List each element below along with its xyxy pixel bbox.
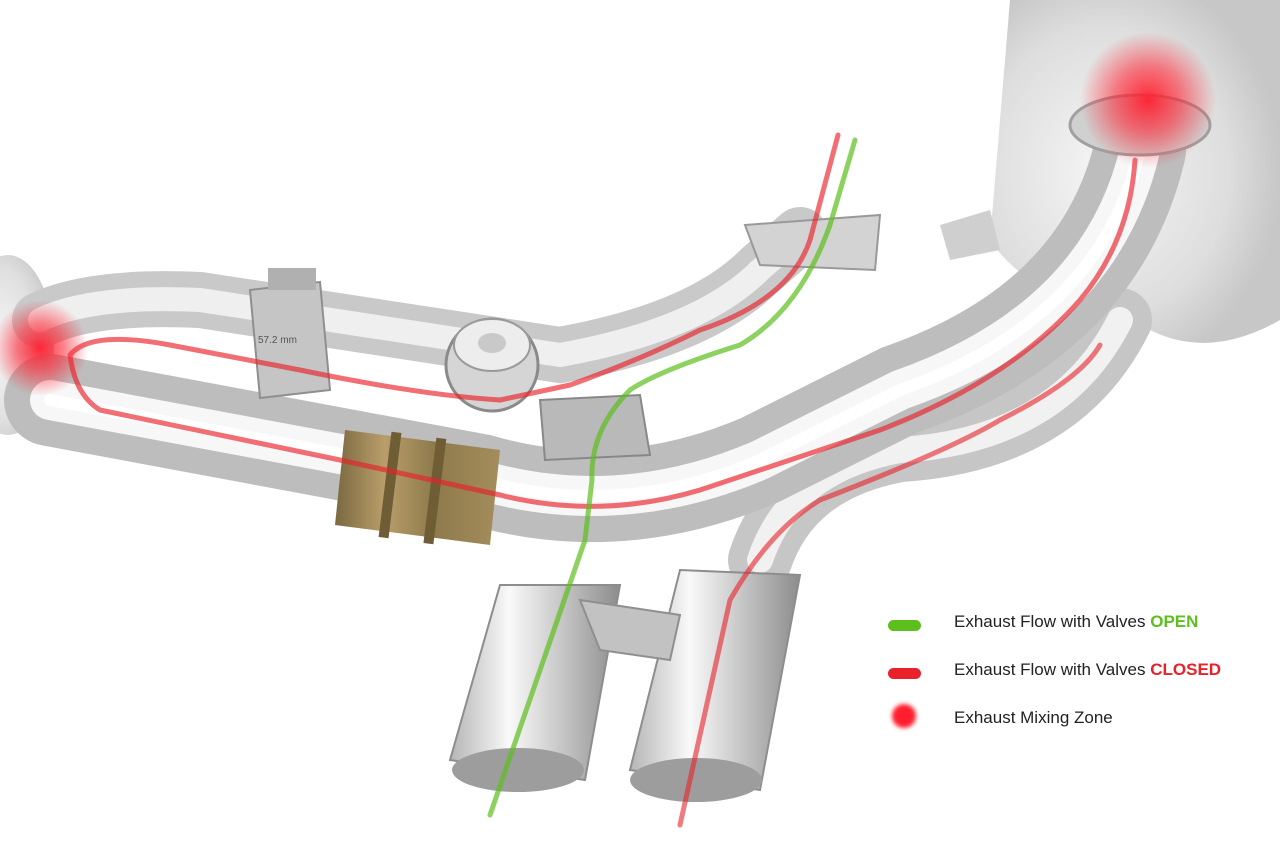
legend-item-open: Exhaust Flow with Valves OPEN — [888, 604, 1268, 652]
legend-open-highlight: OPEN — [1150, 612, 1199, 631]
crossover-pipe — [728, 288, 1152, 592]
legend-closed-highlight: CLOSED — [1150, 660, 1222, 679]
flex-bellows — [335, 430, 500, 545]
legend-item-closed: Exhaust Flow with Valves CLOSED — [888, 652, 1268, 700]
legend-open-prefix: Exhaust Flow with Valves — [954, 612, 1151, 631]
clamp-size-label: 57.2 mm — [258, 335, 297, 346]
mixing-zone-left — [0, 300, 88, 396]
open-flow-line — [487, 137, 858, 818]
mixing-dot-swatch — [892, 704, 916, 728]
mixing-zones — [0, 32, 1216, 396]
closed-flow-line-right-tip — [677, 342, 1103, 828]
rear-pipe — [12, 207, 882, 384]
legend-mixing-label: Exhaust Mixing Zone — [954, 708, 1113, 727]
closed-line-swatch — [888, 668, 921, 679]
mixing-zone-right — [1080, 32, 1216, 168]
pipe-clamp — [248, 268, 332, 400]
exhaust-tips — [448, 568, 802, 802]
open-line-swatch — [888, 620, 921, 631]
legend-closed-prefix: Exhaust Flow with Valves — [954, 660, 1151, 679]
legend: Exhaust Flow with Valves OPEN Exhaust Fl… — [888, 604, 1268, 748]
legend-item-mixing: Exhaust Mixing Zone — [888, 700, 1268, 748]
valve-actuator — [444, 317, 652, 462]
